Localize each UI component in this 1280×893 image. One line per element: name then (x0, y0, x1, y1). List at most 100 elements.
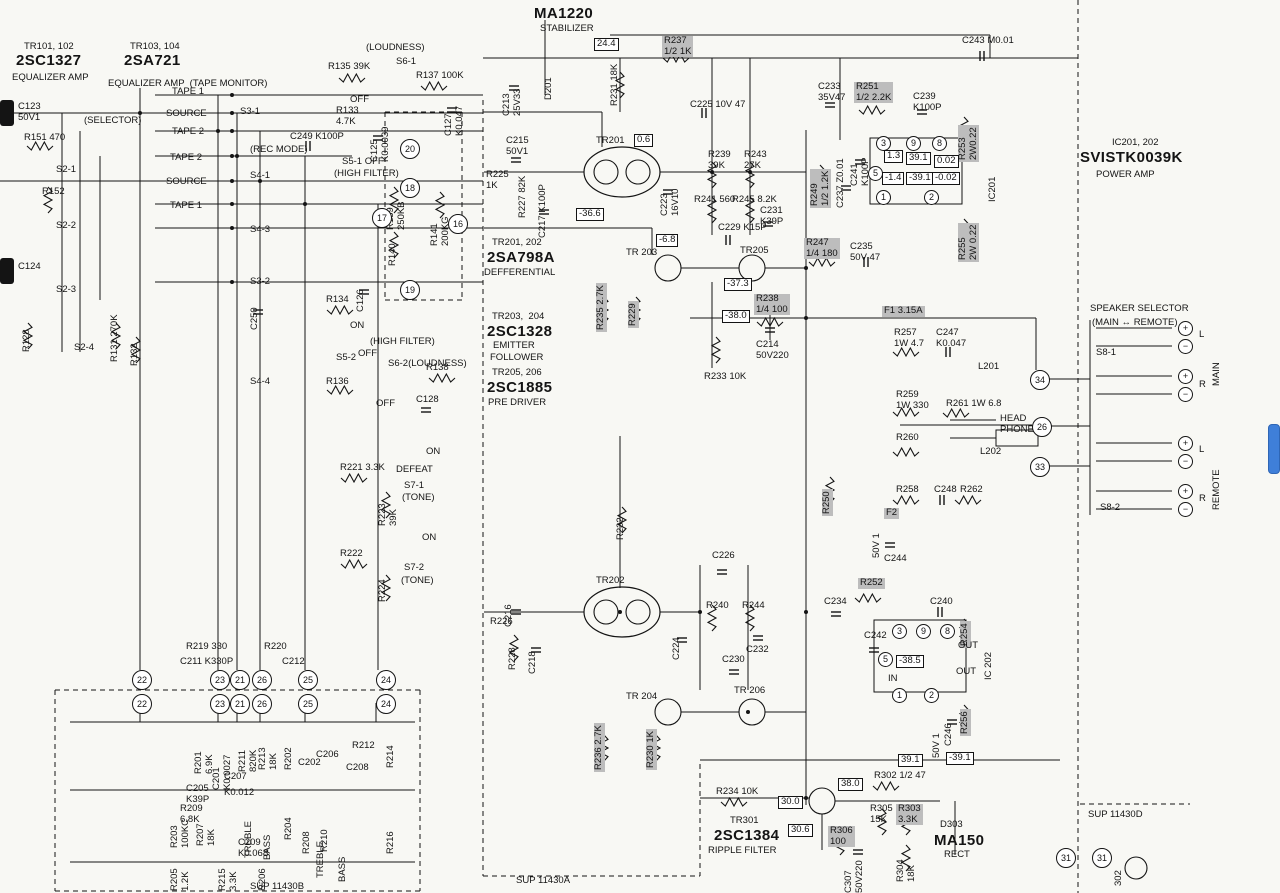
schematic-label-53: C250 (249, 307, 260, 330)
schematic-label-242: C240 (930, 596, 953, 607)
schematic-label-8: TR103, 104 (130, 41, 180, 52)
schematic-label-75: 16 (448, 214, 468, 234)
schematic-label-257: C246 (943, 723, 954, 746)
schematic-label-131: R257 1W 4.7 (894, 327, 925, 349)
schematic-label-4: C243 M0.01 (962, 35, 1014, 46)
schematic-label-209: C209 K0.068 (238, 837, 269, 859)
schematic-label-36: R128 (21, 329, 32, 352)
scrollbar-thumb[interactable] (1268, 424, 1280, 474)
schematic-label-124: 1 (876, 190, 891, 205)
schematic-label-173: ON (422, 532, 437, 543)
resistor-symbol (326, 304, 354, 316)
resistor-symbol (662, 52, 690, 64)
schematic-label-208: R215 3.3K (217, 868, 239, 891)
schematic-label-225: R226 (490, 616, 513, 627)
part-2sa798a: 2SA798A (487, 249, 555, 266)
schematic-label-151: S8-1 (1096, 347, 1117, 358)
schematic-label-46: S5-1 OFF (342, 156, 384, 167)
junction-dot (230, 93, 234, 97)
schematic-label-160: − (1178, 454, 1193, 469)
schematic-label-19: R231 18K (609, 63, 620, 106)
schematic-label-164: R (1199, 379, 1206, 390)
schematic-label-227: C218 (527, 651, 538, 674)
schematic-label-237: R236 2.7K (593, 723, 605, 772)
transistor-symbol (738, 698, 766, 726)
schematic-label-253: 2 (924, 688, 939, 703)
schematic-label-245: 3 (892, 624, 907, 639)
schematic-label-16: C127 K0.047 (443, 105, 465, 136)
schematic-label-162: − (1178, 502, 1193, 517)
schematic-label-223: SUP 11430B (250, 881, 305, 892)
schematic-label-231: R244 (742, 600, 765, 611)
schematic-label-233: C232 (746, 644, 769, 655)
schematic-label-269: C307 50V220 (843, 860, 865, 893)
transistor-symbol (593, 599, 619, 625)
junction-dot (230, 111, 234, 115)
resistor-symbol (756, 316, 784, 328)
schematic-label-96: TR205 (740, 245, 769, 256)
schematic-label-239: R234 10K (716, 786, 759, 797)
part-ma1220: MA1220 (534, 5, 594, 22)
schematic-label-74: 17 (372, 208, 392, 228)
schematic-label-168: R221 3.3K (340, 462, 385, 473)
dual-transistor-symbol (583, 146, 661, 198)
schematic-label-136: HEAD PHONES (1000, 413, 1041, 435)
schematic-label-188: 24 (376, 670, 396, 690)
schematic-label-254: OUT (956, 666, 977, 677)
schematic-label-194: 24 (376, 694, 396, 714)
schematic-label-129: C235 50V 47 (850, 241, 881, 263)
schematic-label-40: TAPE 1 (172, 86, 205, 97)
schematic-label-85: R239 39K (708, 149, 731, 171)
schematic-label-100: EMITTER (493, 340, 535, 351)
junction-dot (804, 610, 808, 614)
schematic-label-218: R214 (385, 745, 396, 768)
schematic-label-261: R302 1/2 47 (874, 770, 926, 781)
schematic-label-18: D201 (543, 77, 554, 100)
part-2sc1327: 2SC1327 (16, 52, 82, 69)
schematic-label-27: POWER AMP (1096, 169, 1155, 180)
schematic-label-159: + (1178, 436, 1193, 451)
schematic-label-25: IC201, 202 (1112, 137, 1159, 148)
schematic-label-200: C207 (224, 771, 247, 782)
schematic-label-258: 50V 1 (931, 733, 942, 758)
schematic-label-30: R151 470 (24, 132, 66, 143)
schematic-label-94: -6.8 (656, 234, 679, 247)
schematic-label-2: 24.4 (594, 38, 619, 51)
resistor-symbol (706, 161, 718, 189)
schematic-label-175: S7-2 (404, 562, 425, 573)
edge-connector-blob (0, 258, 14, 284)
resistor-symbol (808, 256, 836, 268)
schematic-label-77: C215 50V1 (506, 135, 529, 157)
schematic-label-59: OFF (358, 348, 377, 359)
resistor-symbol (614, 71, 626, 99)
schematic-label-229: C226 (712, 550, 735, 561)
schematic-label-123: -0.02 (932, 172, 960, 185)
junction-dot (235, 154, 239, 158)
schematic-label-88: R245 8.2K (732, 194, 777, 205)
schematic-label-60: R136 (326, 376, 349, 387)
part-2sc1328: 2SC1328 (487, 323, 553, 340)
schematic-label-3: R237 1/2 1K (662, 35, 694, 58)
edge-connector-blob (0, 100, 14, 126)
transistor-symbol (738, 254, 766, 282)
schematic-label-154: S8-2 (1100, 502, 1121, 513)
schematic-label-80: C217 K100P (537, 184, 548, 238)
schematic-label-241: R252 (858, 577, 885, 589)
resistor-symbol (744, 604, 756, 632)
schematic-label-150: (MAIN ↔ REMOTE) (1092, 317, 1178, 328)
junction-dot (138, 111, 142, 115)
schematic-label-276: SUP 11430D (1088, 809, 1143, 820)
schematic-label-163: L (1199, 329, 1205, 340)
schematic-label-35: C124 (18, 261, 41, 272)
resistor-symbol (22, 322, 34, 350)
resistor-symbol (854, 592, 882, 604)
schematic-label-248: OUT (958, 640, 979, 651)
schematic-label-38: R131 270K (109, 314, 120, 362)
schematic-label-117: 1.3 (884, 150, 904, 163)
schematic-label-187: 25 (298, 670, 318, 690)
schematic-label-198: R213 18K (257, 747, 279, 770)
schematic-label-49: S4-1 (250, 170, 271, 181)
schematic-label-130: F1 3.15A (882, 305, 925, 317)
schematic-label-137: R260 (896, 432, 919, 443)
schematic-label-140: C248 (934, 484, 957, 495)
